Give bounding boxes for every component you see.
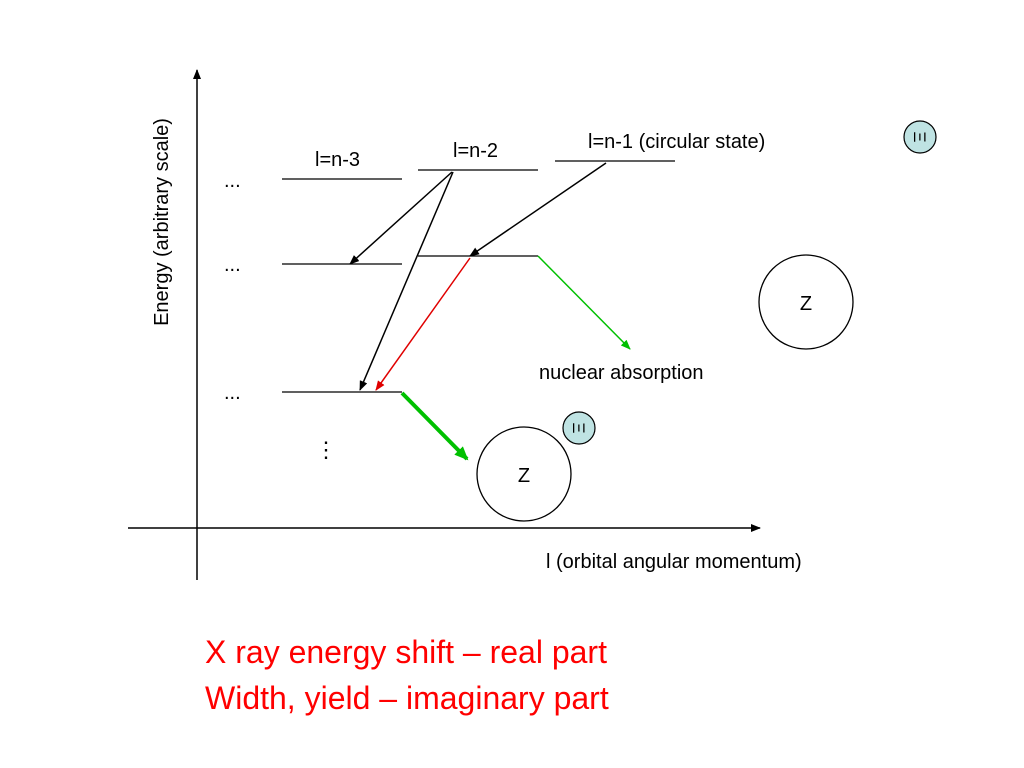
- xi-particle-circle-top: [903, 120, 937, 154]
- nucleus-circle-right: [758, 254, 854, 350]
- nucleus-label-right: Z: [800, 293, 812, 315]
- level-label-n-3: l=n-3: [315, 149, 360, 171]
- level-label-n-2: l=n-2: [453, 140, 498, 162]
- xi-particle-symbol-top: Ξ: [910, 131, 929, 142]
- ellipsis-middle: ...: [224, 254, 241, 276]
- absorption-arrow-thick: [400, 391, 469, 461]
- nucleus-label-lower: Z: [518, 465, 530, 487]
- x-axis-label: l (orbital angular momentum): [546, 551, 802, 573]
- ellipsis-top: ...: [224, 170, 241, 192]
- caption-real-part: X ray energy shift – real part: [205, 634, 607, 670]
- transition-n1-to-n2: [469, 162, 607, 257]
- ellipsis-bottom: ...: [224, 382, 241, 404]
- caption-imaginary-part: Width, yield – imaginary part: [205, 680, 609, 716]
- xi-particle-symbol-lower: Ξ: [569, 422, 588, 433]
- y-axis-label: Energy (arbitrary scale): [151, 118, 173, 326]
- absorption-arrow-thin: [537, 255, 631, 350]
- nuclear-absorption-label: nuclear absorption: [539, 362, 704, 384]
- level-label-n-1: l=n-1 (circular state): [588, 131, 765, 153]
- transition-n2-to-n3-bottom: [359, 171, 454, 391]
- nucleus-circle-lower: [476, 426, 572, 522]
- transition-red: [375, 257, 471, 391]
- xi-particle-circle-lower: [562, 411, 596, 445]
- vertical-ellipsis: ⋮: [315, 437, 337, 462]
- transition-n2-to-n3-middle: [349, 171, 453, 265]
